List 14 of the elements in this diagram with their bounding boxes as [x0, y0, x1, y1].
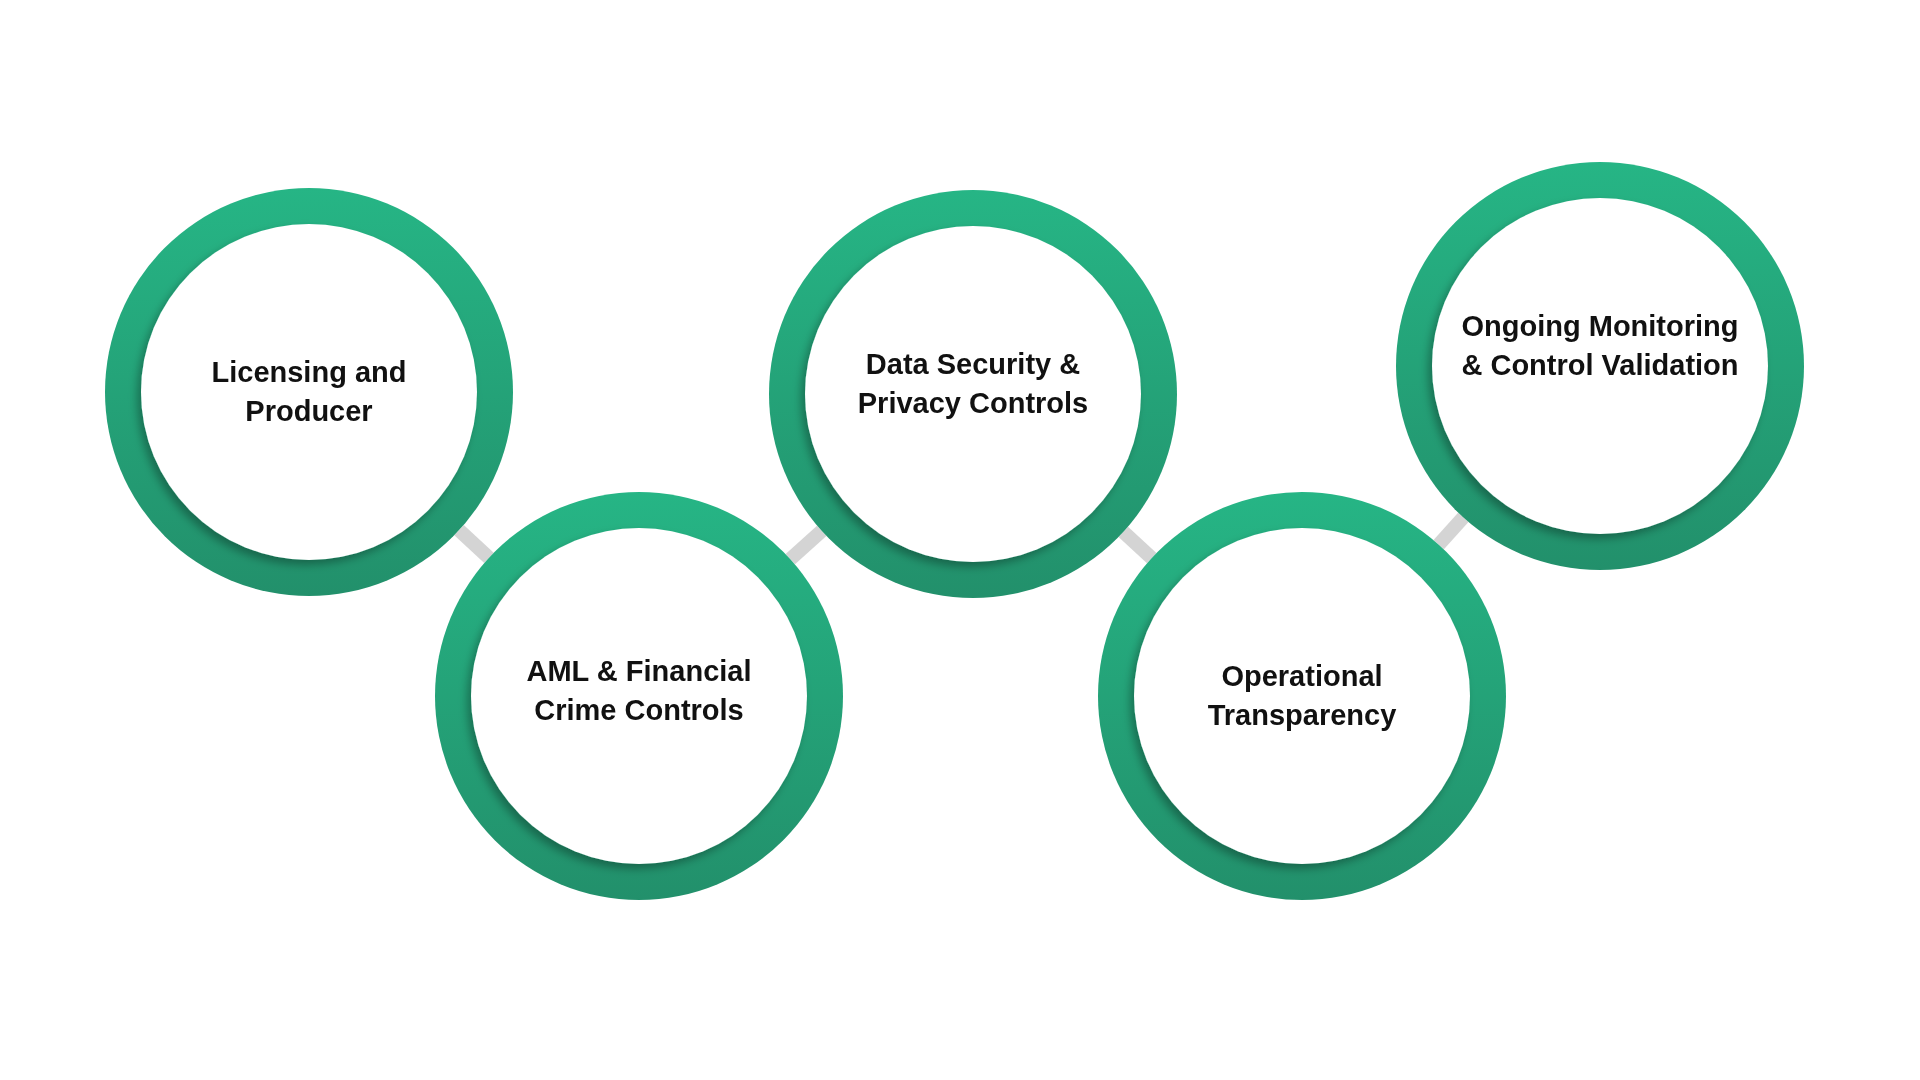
connector-link — [454, 525, 494, 563]
connector-link — [785, 525, 827, 565]
connector-link — [1433, 512, 1469, 550]
node-label: Licensing and Producer — [210, 354, 408, 429]
node-label: Data Security & Privacy Controls — [856, 346, 1090, 421]
node-label: Operational Transparency — [1206, 658, 1398, 733]
node-label: Ongoing Monitoring & Control Validation — [1460, 308, 1740, 383]
ring-node — [1098, 492, 1506, 900]
ring-node — [1396, 162, 1804, 570]
ring-node — [105, 188, 513, 596]
ring-node — [435, 492, 843, 900]
connector-link — [1118, 526, 1157, 564]
ring-node — [769, 190, 1177, 598]
node-label: AML & Financial Crime Controls — [525, 653, 753, 728]
